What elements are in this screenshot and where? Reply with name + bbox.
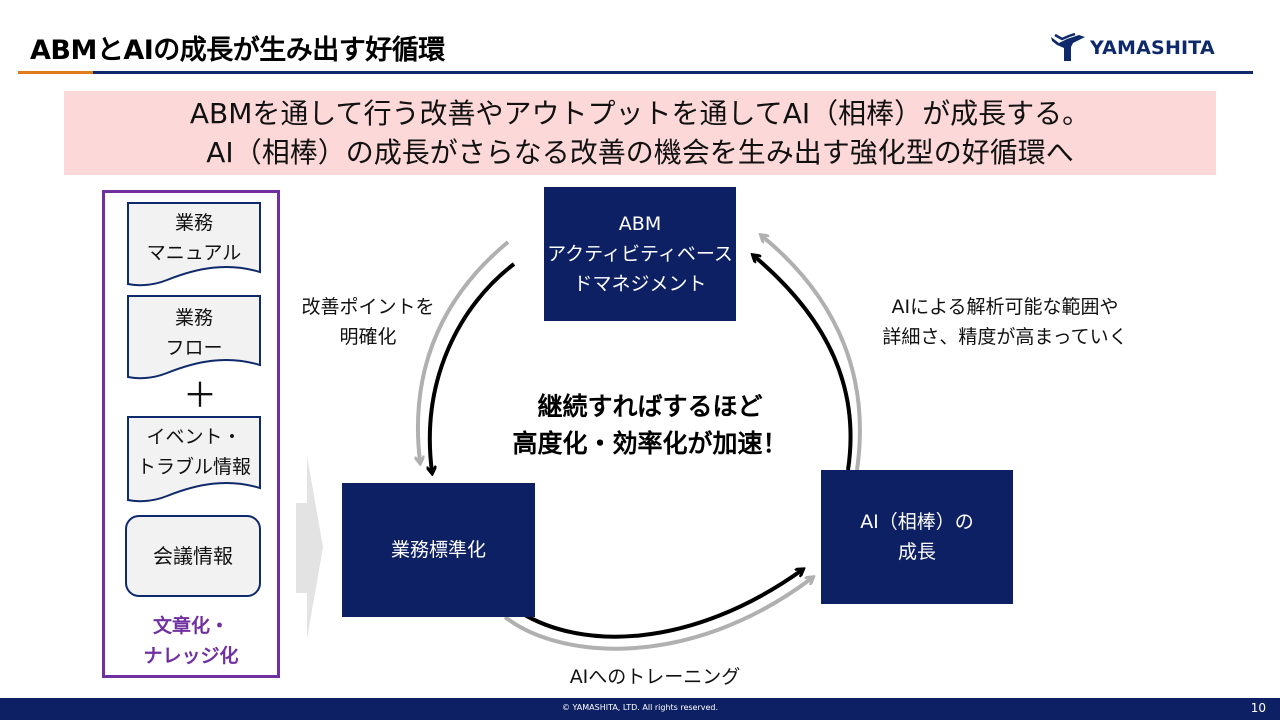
center-message-line-1: 継続すればするほど <box>537 392 763 421</box>
node-ai-growth-line-2: 成長 <box>897 541 936 563</box>
document-icon <box>127 416 261 503</box>
panel-caption: 文章化・ ナレッジ化 <box>105 611 277 671</box>
doc-manual-line-2: マニュアル <box>146 242 242 264</box>
node-ai-growth: AI（相棒）の 成長 <box>821 470 1013 604</box>
doc-manual-line-1: 業務 <box>174 212 213 234</box>
doc-flow-line-2: フロー <box>165 337 223 359</box>
logo-text: YAMASHITA <box>1090 37 1215 59</box>
node-ai-growth-line-1: AI（相棒）の <box>860 511 974 533</box>
node-abm: ABM アクティビティベース ドマネジメント <box>544 187 736 321</box>
doc-events-line-1: イベント・ <box>146 426 242 448</box>
banner-line-1: ABMを通して行う改善やアウトプットを通してAI（相棒）が成長する。 <box>189 97 1091 130</box>
doc-flow-line-1: 業務 <box>174 307 213 329</box>
company-logo: YAMASHITA <box>1049 33 1215 63</box>
plus-icon: ＋ <box>183 376 217 416</box>
document-icon <box>127 295 261 380</box>
flow-arrow-right-icon <box>296 456 323 639</box>
node-abm-line-3: ドマネジメント <box>573 273 707 295</box>
edge-label-ai-analysis-line-2: 詳細さ、精度が高まっていく <box>882 326 1128 348</box>
node-standardization-label: 業務標準化 <box>390 539 486 561</box>
center-message-line-2: 高度化・効率化が加速！ <box>512 429 788 458</box>
node-abm-line-1: ABM <box>618 213 662 235</box>
edge-label-improvement: 改善ポイントを 明確化 <box>288 292 448 352</box>
edge-label-improvement-line-1: 改善ポイントを <box>301 296 435 318</box>
arrow-standardization-to-ai-shadow <box>503 578 812 651</box>
doc-shape-manual: 業務 マニュアル <box>127 202 261 290</box>
yamashita-logo-mark-icon <box>1051 33 1085 61</box>
slide-title: ABMとAIの成長が生み出す好循環 <box>30 35 445 66</box>
meeting-info-box: 会議情報 <box>125 515 261 597</box>
edge-label-improvement-line-2: 明確化 <box>339 326 397 348</box>
panel-caption-line-1: 文章化・ <box>152 615 229 637</box>
knowledge-sources-panel: 業務 マニュアル 業務 フロー ＋ イベント・ トラブル情報 会議情報 文章化・… <box>102 190 280 678</box>
edge-label-ai-analysis: AIによる解析可能な範囲や 詳細さ、精度が高まっていく <box>855 292 1155 352</box>
edge-label-ai-analysis-line-1: AIによる解析可能な範囲や <box>891 296 1119 318</box>
doc-events-line-2: トラブル情報 <box>136 456 251 478</box>
doc-shape-events: イベント・ トラブル情報 <box>127 416 261 506</box>
doc-shape-flow: 業務 フロー <box>127 295 261 383</box>
banner-line-2: AI（相棒）の成長がさらなる改善の機会を生み出す強化型の好循環へ <box>206 136 1074 169</box>
page-number: 10 <box>1250 701 1266 715</box>
arrow-standardization-to-ai <box>518 570 802 639</box>
footer-bar: © YAMASHITA, LTD. All rights reserved. 1… <box>0 698 1280 720</box>
title-underline <box>93 71 1253 74</box>
panel-caption-line-2: ナレッジ化 <box>143 645 239 667</box>
document-icon <box>127 202 261 287</box>
cycle-center-message: 継続すればするほど 高度化・効率化が加速！ <box>440 388 860 462</box>
copyright-text: © YAMASHITA, LTD. All rights reserved. <box>561 703 719 712</box>
node-standardization: 業務標準化 <box>342 483 535 617</box>
title-underline-accent <box>18 71 93 74</box>
edge-label-ai-training: AIへのトレーニング <box>569 666 741 688</box>
node-abm-line-2: アクティビティベース <box>547 243 733 265</box>
summary-banner: ABMを通して行う改善やアウトプットを通してAI（相棒）が成長する。 AI（相棒… <box>64 91 1216 175</box>
